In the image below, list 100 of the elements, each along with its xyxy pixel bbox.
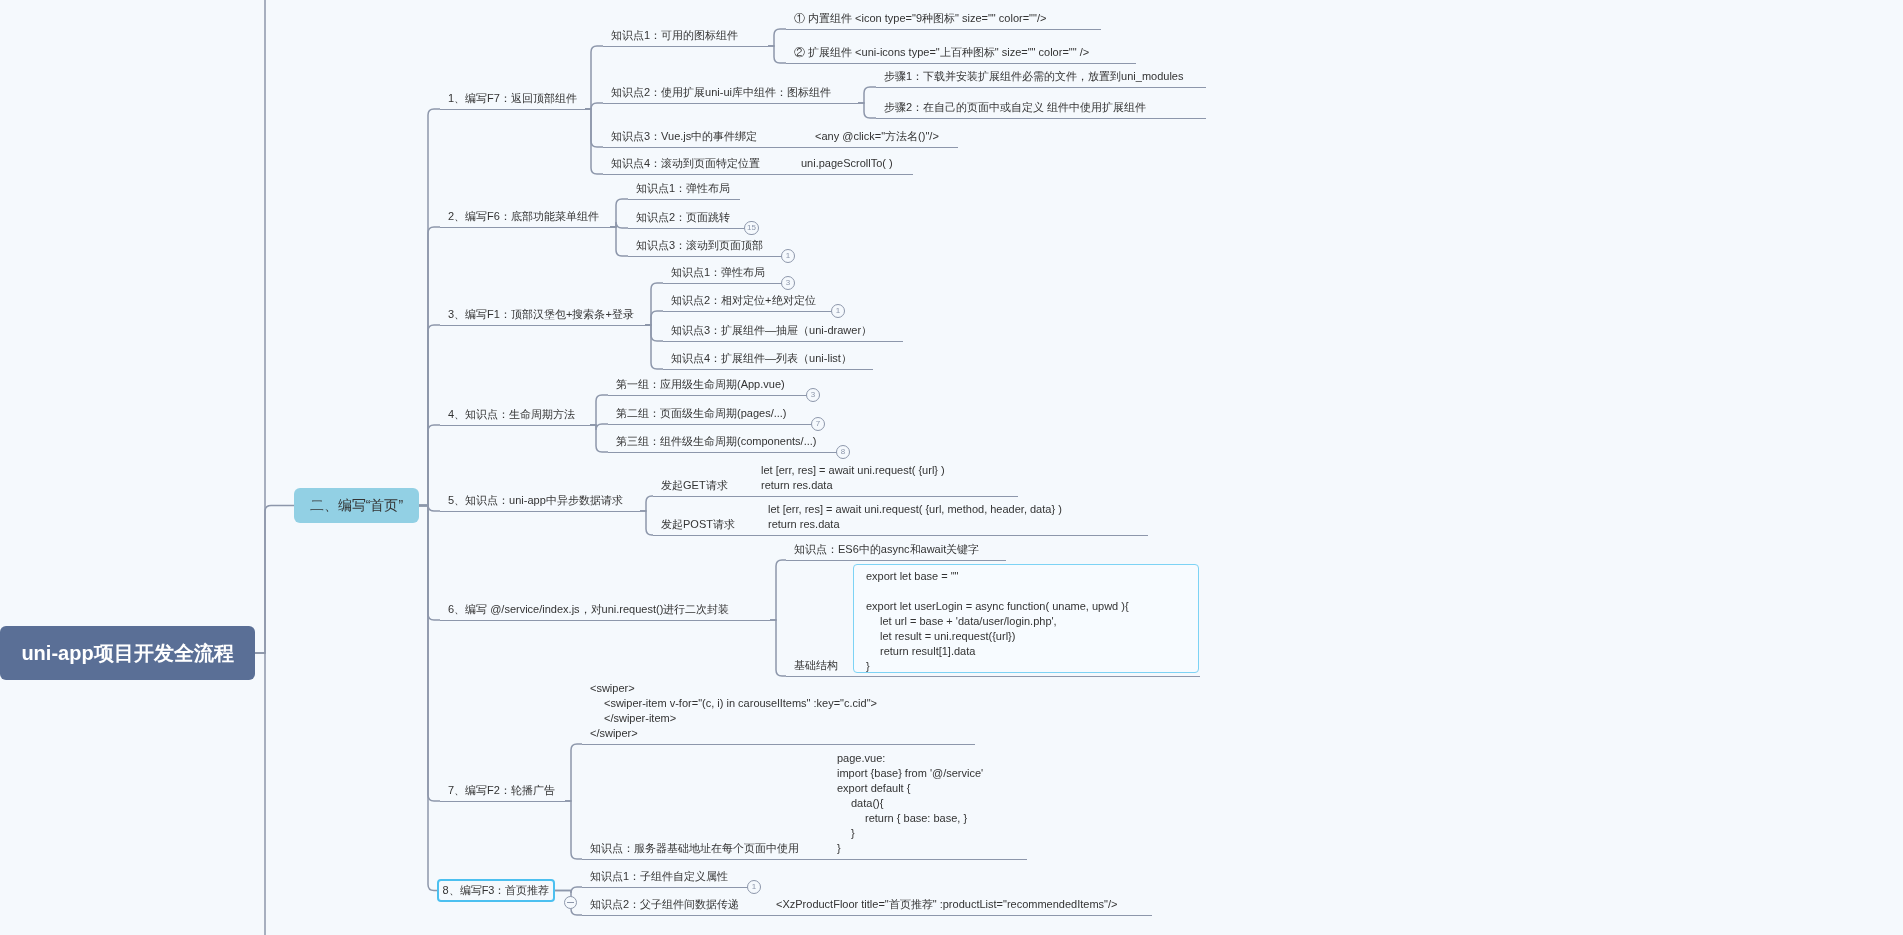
topic-text: 步骤2：在自己的页面中或自定义 组件中使用扩展组件 bbox=[884, 100, 1147, 115]
topic-text: 知识点3：扩展组件—抽屉（uni-drawer） bbox=[671, 323, 873, 338]
branch-topic bbox=[653, 502, 1148, 536]
central-topic-box bbox=[0, 626, 255, 680]
branch-topic bbox=[440, 91, 585, 110]
topic-text: 发起GET请求 bbox=[661, 478, 729, 493]
branch-topic bbox=[663, 323, 903, 342]
branch-topic bbox=[582, 681, 975, 745]
branch-line bbox=[554, 889, 583, 916]
topic-text: 知识点：ES6中的async和await关键字 bbox=[794, 542, 980, 557]
branch-topic bbox=[628, 181, 740, 200]
topic-text: 第二组：页面级生命周期(pages/...) bbox=[616, 406, 787, 421]
code-line: <swiper> bbox=[590, 681, 635, 696]
branch-topic bbox=[786, 564, 1200, 677]
code-line: <swiper-item v-for="(c, i) in carouselItems" :key="c.cid"> bbox=[604, 696, 877, 711]
topic-text: 知识点1：弹性布局 bbox=[636, 181, 731, 196]
topic-text: 二、编写“首页” bbox=[309, 496, 404, 515]
topic-text: 6、编写 @/service/index.js，对uni.request()进行二次封装 bbox=[448, 602, 730, 617]
topic-text: 知识点：服务器基础地址在每个页面中使用 bbox=[590, 841, 800, 856]
count-badge: 3 bbox=[781, 276, 795, 290]
branch-topic bbox=[440, 493, 640, 512]
topic-text: 知识点2：页面跳转 bbox=[636, 210, 731, 225]
code-line: <any @click="方法名()"/> bbox=[815, 129, 939, 144]
branch-topic bbox=[876, 69, 1206, 88]
branch-topic bbox=[582, 869, 749, 888]
count-badge: 1 bbox=[747, 880, 761, 894]
branch-topic bbox=[440, 407, 590, 426]
topic-text: 8、编写F3：首页推荐 bbox=[442, 883, 550, 899]
topic-text: 4、知识点：生命周期方法 bbox=[448, 407, 576, 422]
code-line: export let base = "" bbox=[866, 569, 959, 584]
topic-text: 知识点4：扩展组件—列表（uni-list） bbox=[671, 351, 852, 366]
topic-text: 知识点2：父子组件间数据传递 bbox=[590, 897, 741, 912]
branch-topic bbox=[608, 377, 808, 396]
branch-topic bbox=[440, 602, 770, 621]
code-line: } bbox=[866, 659, 870, 674]
branch-topic bbox=[786, 45, 1136, 64]
topic-text: 知识点1：可用的图标组件 bbox=[611, 28, 739, 43]
branch-topic bbox=[440, 209, 610, 228]
count-badge: 3 bbox=[806, 388, 820, 402]
branch-topic bbox=[786, 11, 1101, 30]
code-line: export default { bbox=[837, 781, 911, 796]
code-line: data(){ bbox=[851, 796, 884, 811]
topic-text: 基础结构 bbox=[794, 658, 839, 673]
code-line: <XzProductFloor title="首页推荐" :productList="recommendedItems"/> bbox=[776, 897, 1118, 912]
branch-topic bbox=[603, 156, 913, 175]
branch-topic bbox=[628, 238, 783, 257]
branch-line bbox=[564, 800, 583, 860]
topic-text: 知识点2：使用扩展uni-ui库中组件：图标组件 bbox=[611, 85, 832, 100]
branch-topic bbox=[876, 100, 1206, 119]
branch-topic bbox=[663, 265, 783, 284]
code-line: import {base} from '@/service' bbox=[837, 766, 984, 781]
branch-topic bbox=[440, 783, 565, 802]
topic-text: 5、知识点：uni-app中异步数据请求 bbox=[448, 493, 623, 508]
code-line: let url = base + 'data/user/login.php', bbox=[880, 614, 1057, 629]
code-line: } bbox=[851, 826, 855, 841]
branch-line bbox=[254, 504, 295, 654]
code-line: let result = uni.request({url}) bbox=[880, 629, 1016, 644]
topic-text: 1、编写F7：返回顶部组件 bbox=[448, 91, 577, 106]
branch-topic bbox=[786, 542, 1006, 561]
branch-topic bbox=[628, 210, 746, 229]
topic-text: 知识点1：弹性布局 bbox=[671, 265, 766, 280]
code-line: page.vue: bbox=[837, 751, 886, 766]
code-line: uni.pageScrollTo( ) bbox=[801, 156, 893, 171]
topic-text: 知识点3：滚动到页面顶部 bbox=[636, 238, 764, 253]
count-badge: 7 bbox=[811, 417, 825, 431]
code-line: export let userLogin = async function( uname, upwd ){ bbox=[866, 599, 1129, 614]
topic-text: 发起POST请求 bbox=[661, 517, 736, 532]
topic-text: ① 内置组件 <icon type="9种图标" size="" color=""/> bbox=[794, 11, 1047, 26]
count-badge: 1 bbox=[781, 249, 795, 263]
branch-line bbox=[857, 102, 877, 119]
code-line: </swiper-item> bbox=[604, 711, 677, 726]
topic-text: 知识点2：相对定位+绝对定位 bbox=[671, 293, 816, 308]
code-line: let [err, res] = await uni.request( {url} ) bbox=[761, 463, 945, 478]
topic-text: 第一组：应用级生命周期(App.vue) bbox=[616, 377, 785, 392]
code-line: let [err, res] = await uni.request( {url, method, header, data} ) bbox=[768, 502, 1062, 517]
branch-topic bbox=[608, 406, 813, 425]
count-badge: 15 bbox=[744, 221, 759, 235]
topic-text: 知识点1：子组件自定义属性 bbox=[590, 869, 729, 884]
branch-topic bbox=[603, 85, 858, 104]
branch-topic bbox=[603, 129, 958, 148]
branch-line bbox=[639, 510, 654, 536]
branch-topic bbox=[603, 28, 768, 47]
topic-text: 知识点4：滚动到页面特定位置 bbox=[611, 156, 762, 171]
code-line: return result[1].data bbox=[880, 644, 976, 659]
count-badge: 8 bbox=[836, 445, 850, 459]
branch-line bbox=[609, 226, 629, 257]
code-line: } bbox=[837, 841, 841, 856]
topic-text: 知识点3：Vue.js中的事件绑定 bbox=[611, 129, 759, 144]
code-line: return res.data bbox=[768, 517, 840, 532]
topic-text: 3、编写F1：顶部汉堡包+搜索条+登录 bbox=[448, 307, 634, 322]
branch-line bbox=[584, 108, 604, 175]
branch-topic bbox=[440, 307, 645, 326]
count-badge: 1 bbox=[831, 304, 845, 318]
topic-text: 步骤1：下载并安装扩展组件必需的文件，放置到uni_modules bbox=[884, 69, 1184, 84]
topic-text: 第三组：组件级生命周期(components/...) bbox=[616, 434, 817, 449]
selected-topic-box bbox=[437, 879, 555, 902]
branch-topic bbox=[653, 463, 1018, 497]
main-topic-box bbox=[294, 488, 419, 523]
branch-topic bbox=[663, 293, 833, 312]
topic-text: 7、编写F2：轮播广告 bbox=[448, 783, 555, 798]
